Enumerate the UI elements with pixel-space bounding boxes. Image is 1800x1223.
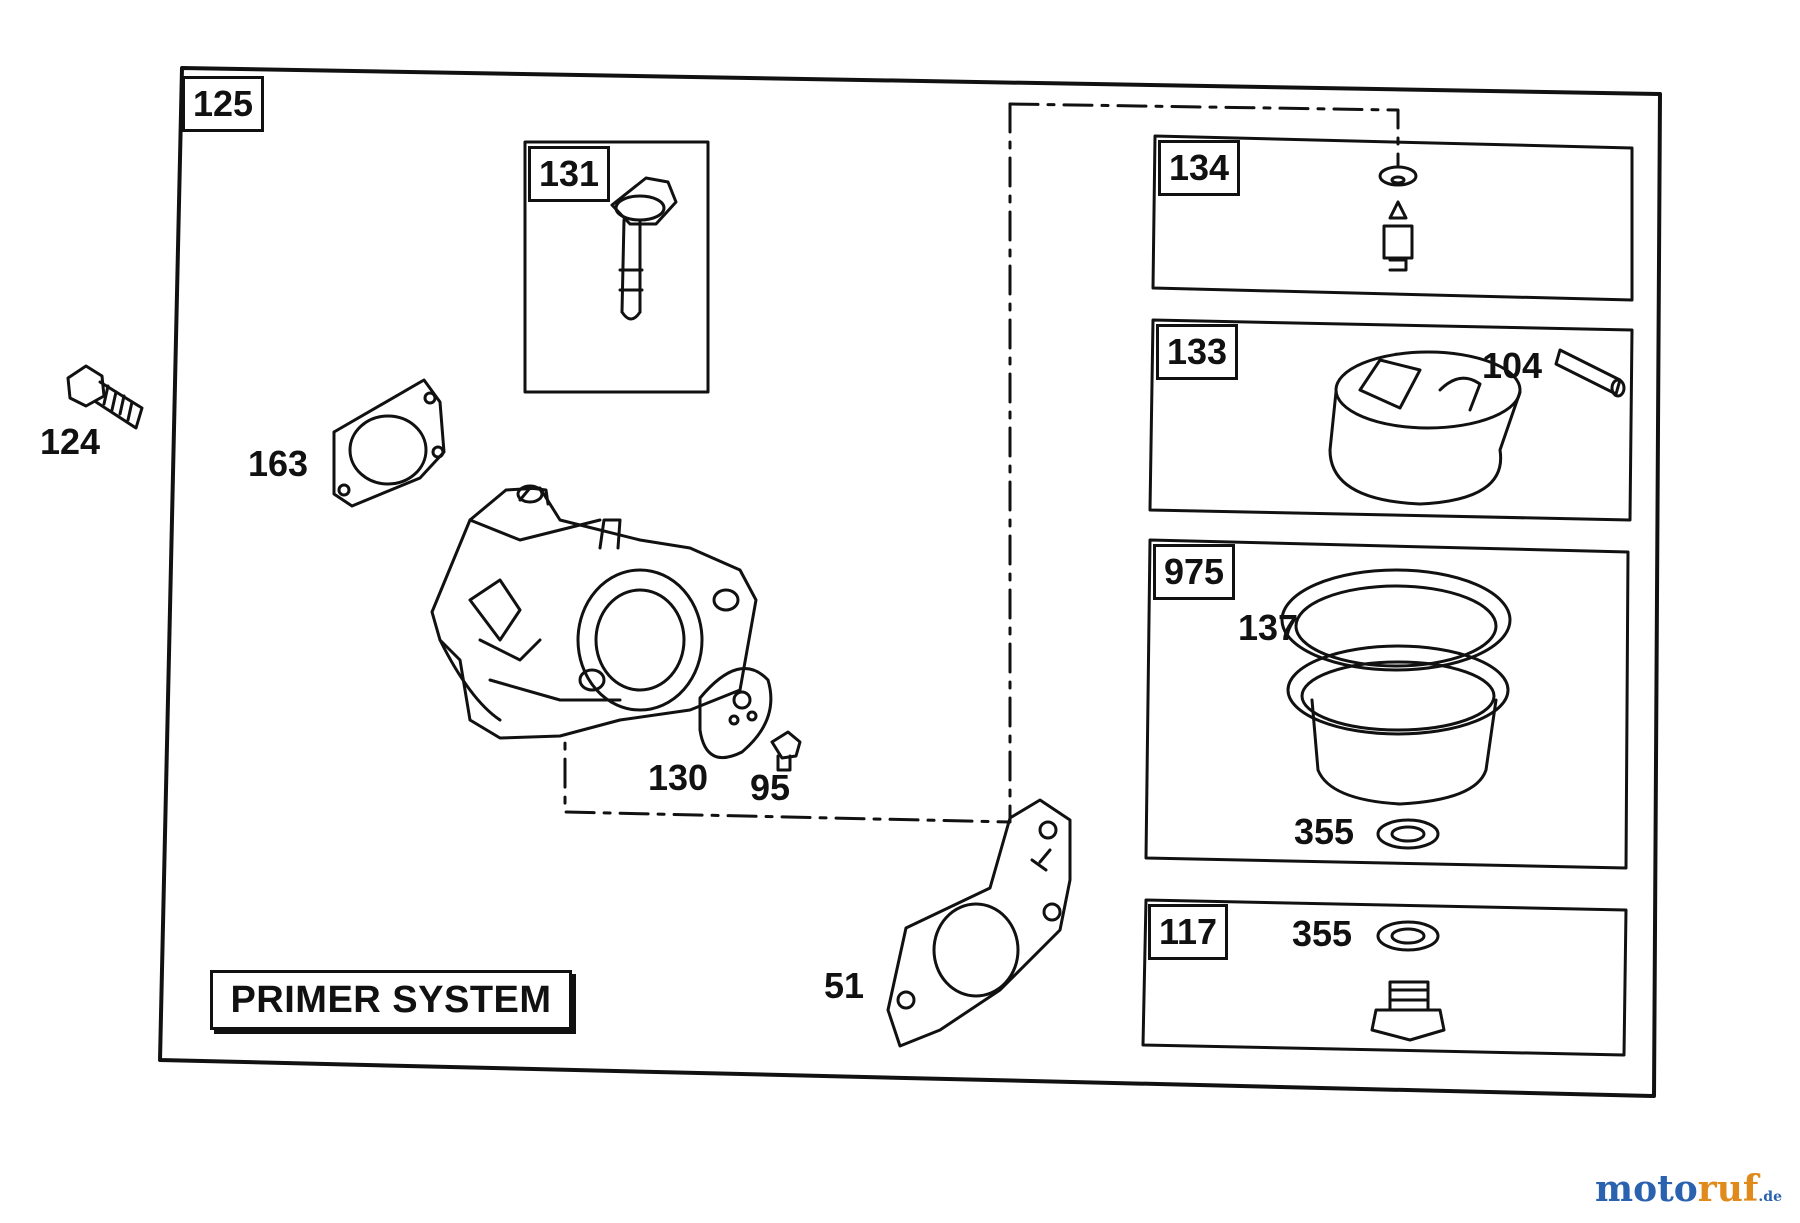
box-label-975: 975: [1153, 544, 1236, 600]
box-label-117: 117: [1148, 904, 1229, 960]
frame-label: 125: [182, 76, 265, 132]
main-frame: [158, 66, 1662, 1098]
box-131: [523, 140, 710, 394]
box-label-131: 131: [528, 146, 611, 202]
callout-137: 137: [1238, 607, 1299, 648]
diagram-title-box: PRIMER SYSTEM: [210, 970, 572, 1030]
float-133-drawing: [1328, 348, 1626, 506]
bowl-975-drawing: [1280, 568, 1512, 850]
box-117: [1141, 898, 1628, 1057]
callout-355-bowl: 355: [1294, 811, 1355, 852]
gasket-163-drawing: [332, 378, 446, 508]
diaphragm-130-drawing: [698, 666, 773, 760]
box-label-133: 133: [1156, 324, 1239, 380]
box-label-134: 134: [1158, 140, 1241, 196]
dashed-connector: [563, 102, 1012, 824]
primer-bulb-131-drawing: [610, 176, 678, 321]
callout-124: 124: [40, 421, 101, 462]
bowl-nut-117-drawing: [1370, 920, 1446, 1042]
watermark-logo: motoruf.de: [1595, 1168, 1782, 1210]
diagram-title: PRIMER SYSTEM: [230, 978, 552, 1021]
bolt-124-drawing: [66, 364, 144, 430]
callout-104: 104: [1482, 345, 1543, 386]
callout-163: 163: [248, 443, 309, 484]
carburetor-drawing: [430, 484, 758, 740]
box-134: [1151, 134, 1634, 302]
needle-seat-134-drawing: [1378, 165, 1418, 272]
callout-355-nut: 355: [1292, 913, 1353, 954]
callout-51: 51: [824, 965, 865, 1006]
box-133: [1148, 318, 1634, 522]
watermark-part1: moto: [1595, 1168, 1698, 1210]
gasket-51-drawing: [886, 798, 1072, 1048]
screw-95-drawing: [770, 730, 802, 772]
callout-130: 130: [648, 757, 709, 798]
watermark-part3: .de: [1758, 1189, 1782, 1205]
callout-95: 95: [750, 767, 791, 808]
box-975: [1144, 538, 1630, 870]
watermark-part2: ruf: [1697, 1168, 1759, 1210]
